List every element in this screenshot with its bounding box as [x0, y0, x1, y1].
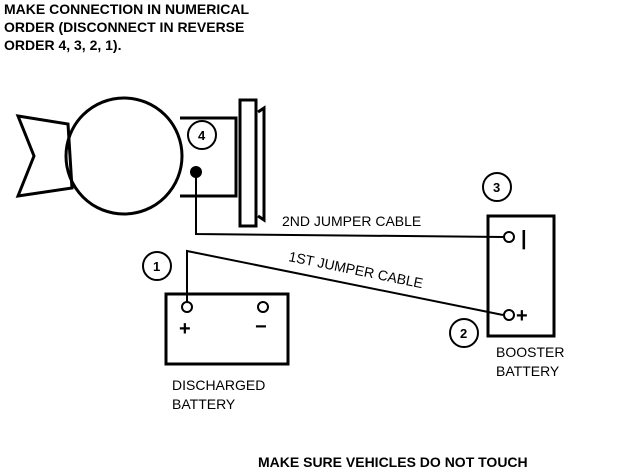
discharged-label-line2: BATTERY — [172, 396, 236, 412]
booster-label-line2: BATTERY — [496, 363, 560, 379]
step-marker-1: 1 — [142, 251, 172, 281]
discharged-positive-sign: + — [179, 318, 191, 340]
booster-positive-sign: + — [516, 305, 528, 327]
discharged-negative-sign: − — [255, 316, 267, 338]
step-number-1: 1 — [153, 259, 160, 274]
discharged-label-line1: DISCHARGED — [172, 377, 265, 393]
booster-battery: | + BOOSTER BATTERY — [486, 214, 564, 379]
booster-negative-sign: | — [521, 228, 527, 250]
booster-label-line1: BOOSTER — [496, 344, 564, 360]
step-marker-3: 3 — [482, 172, 512, 202]
step-number-3: 3 — [493, 180, 500, 195]
footer-warning: MAKE SURE VEHICLES DO NOT TOUCH — [258, 454, 528, 470]
instruction-line-3: ORDER 4, 3, 2, 1). — [4, 37, 121, 53]
instruction-line-2: ORDER (DISCONNECT IN REVERSE — [4, 19, 244, 35]
instruction-line-1: MAKE CONNECTION IN NUMERICAL — [4, 1, 249, 17]
step-marker-2: 2 — [449, 318, 479, 348]
step-marker-4: 4 — [187, 120, 217, 150]
engine-alternator-illustration — [15, 96, 266, 228]
second-jumper-cable: 2ND JUMPER CABLE — [195, 172, 504, 238]
second-jumper-label: 2ND JUMPER CABLE — [282, 213, 421, 229]
step-number-4: 4 — [198, 128, 206, 143]
step-number-2: 2 — [460, 326, 467, 341]
first-jumper-cable: 1ST JUMPER CABLE — [186, 248, 504, 316]
discharged-battery: + − DISCHARGED BATTERY — [164, 292, 290, 412]
instructions: MAKE CONNECTION IN NUMERICAL ORDER (DISC… — [4, 1, 249, 53]
